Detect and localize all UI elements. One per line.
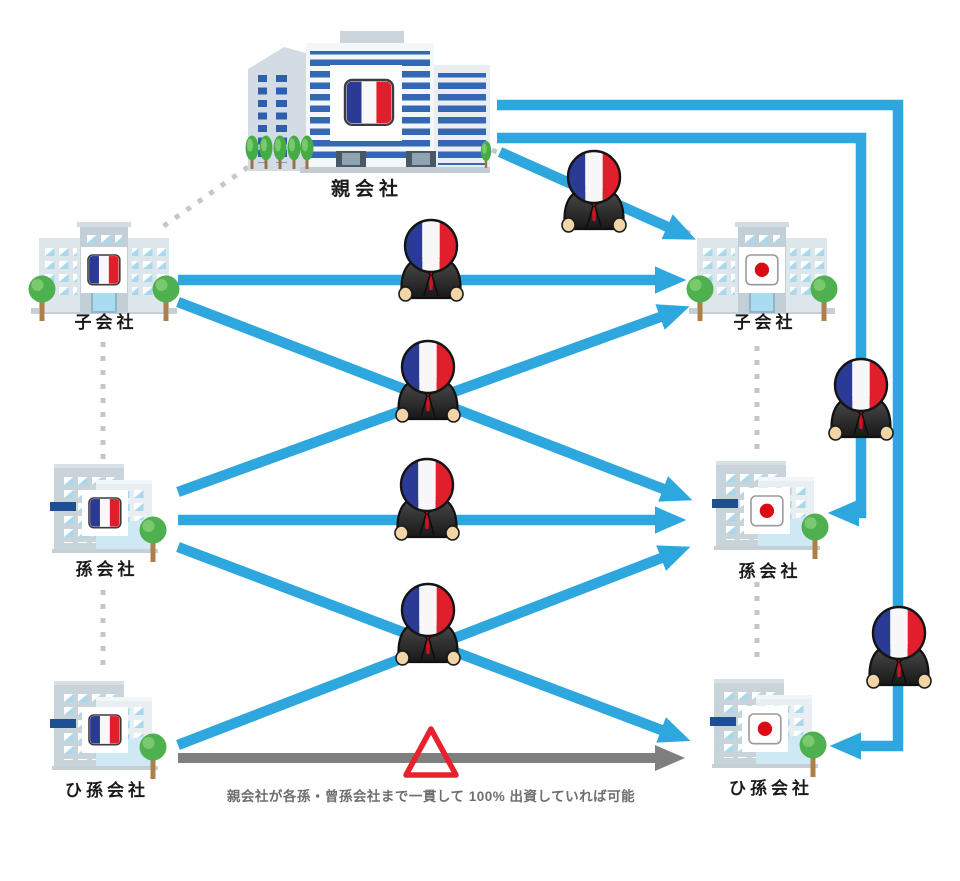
japan-flag-icon [748, 713, 782, 745]
france-flag-icon [89, 498, 121, 528]
dotted-parent-to-left-child [156, 164, 250, 233]
investment-arrows [176, 99, 904, 760]
arrow-parent-to-right-great-grandchild [497, 99, 904, 760]
businessman-french-flag-head-icon [396, 341, 460, 422]
businessman-french-flag-head-icon [562, 151, 626, 232]
label-left-grandchild-company: 孫会社 [76, 559, 139, 579]
label-left-child-company: 子会社 [75, 312, 138, 332]
arrow-parent-to-right-grandchild [497, 132, 867, 527]
businessman-french-flag-head-icon [395, 459, 459, 540]
label-parent-company: 親会社 [331, 177, 403, 200]
building-left-great-grandchild-company [50, 681, 167, 779]
japan-flag-icon [745, 254, 779, 286]
businessman-french-flag-head-icon [829, 359, 893, 440]
france-flag-icon [89, 715, 121, 745]
businessman-french-flag-head-icon [396, 584, 460, 665]
businessman-french-flag-head-icon [867, 607, 931, 688]
japan-flag-icon [750, 495, 784, 527]
label-right-great-grandchild-company: ひ孫会社 [729, 778, 813, 798]
label-right-grandchild-company: 孫会社 [739, 561, 802, 581]
building-right-grandchild-company [712, 461, 829, 559]
building-left-child-company [29, 222, 180, 321]
label-right-child-company: 子会社 [734, 312, 797, 332]
label-left-great-grandchild-company: ひ孫会社 [65, 780, 149, 800]
building-right-child-company [687, 222, 838, 321]
caption-text: 親会社が各孫・曾孫会社まで一貫して 100% 出資していれば可能 [227, 788, 635, 804]
france-flag-icon [88, 255, 120, 285]
building-right-great-grandchild-company [710, 679, 827, 777]
building-parent-company [246, 31, 492, 173]
france-flag-icon [345, 80, 393, 125]
businessman-french-flag-head-icon [399, 220, 463, 301]
red-triangle-warning-icon [403, 726, 459, 778]
building-left-grandchild-company [50, 464, 167, 562]
